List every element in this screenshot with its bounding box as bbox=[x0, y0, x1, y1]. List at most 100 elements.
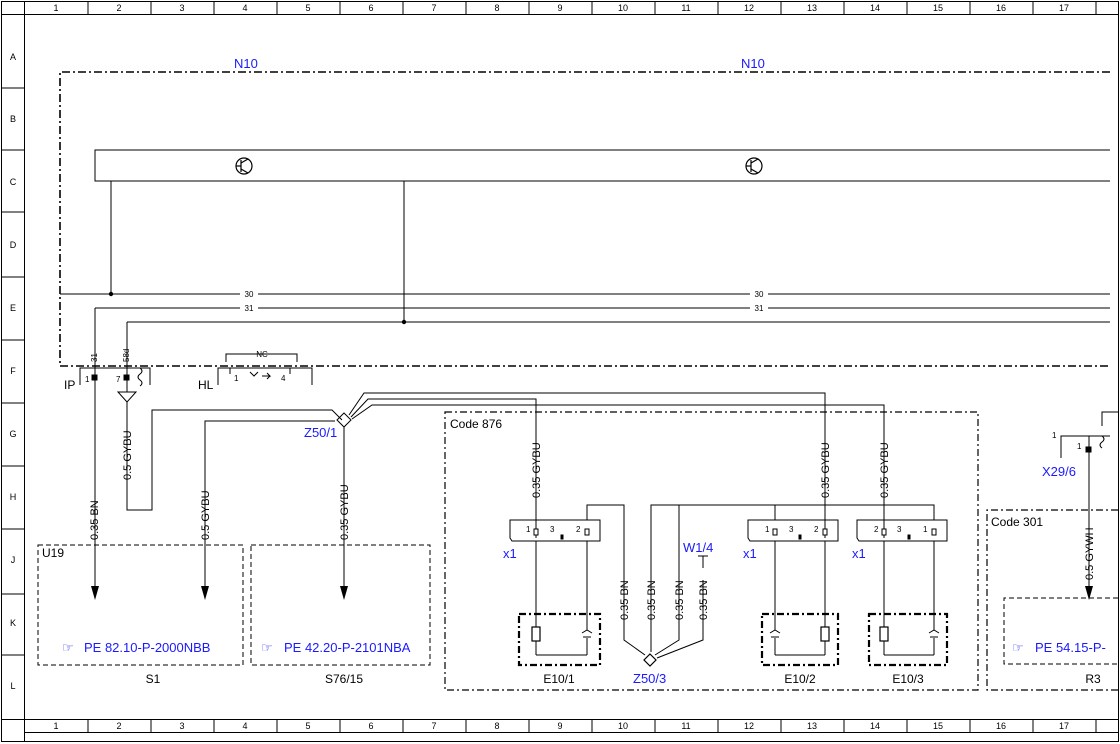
r3-box bbox=[1003, 597, 1118, 665]
e10-3-pin-2: 2 bbox=[874, 525, 879, 534]
arrow-head bbox=[201, 586, 209, 600]
wire-label-05gywh: 0.5 GYWH bbox=[1084, 527, 1096, 580]
x1-connector-e10-3 bbox=[856, 519, 948, 542]
ip-pin-7: 7 bbox=[116, 375, 121, 384]
ip-pin-31: 31 bbox=[90, 353, 99, 362]
row-c: C bbox=[10, 177, 17, 187]
col-14-bottom: 14 bbox=[870, 721, 880, 731]
pe-link-u19[interactable]: PE 82.10-P-2000NBB bbox=[84, 640, 210, 655]
col-2-top: 2 bbox=[116, 3, 121, 13]
z50-1-label[interactable]: Z50/1 bbox=[304, 425, 337, 440]
transistor-icon bbox=[745, 157, 763, 175]
x1-label-c[interactable]: x1 bbox=[852, 546, 866, 561]
n10-control-block bbox=[94, 149, 1110, 182]
w1-4-label[interactable]: W1/4 bbox=[683, 540, 713, 555]
e10-2-pin-2: 2 bbox=[814, 525, 819, 534]
arrow-head bbox=[91, 586, 99, 600]
row-h: H bbox=[10, 492, 17, 502]
wire-label-035bn: 0.35 BN bbox=[89, 500, 101, 540]
e10-3-lamp bbox=[867, 541, 949, 667]
e10-1-label: E10/1 bbox=[543, 672, 575, 686]
z50-3-splice bbox=[643, 653, 657, 667]
col-6-top: 6 bbox=[368, 3, 373, 13]
column-ruler bbox=[87, 2, 1097, 732]
col-16-bottom: 16 bbox=[996, 721, 1006, 731]
row-d: D bbox=[10, 240, 17, 250]
wire-label-bn-4: 0.35 BN bbox=[698, 580, 710, 620]
s76-15-box bbox=[250, 544, 431, 666]
n10-label-left[interactable]: N10 bbox=[234, 56, 258, 71]
u19-box bbox=[37, 544, 244, 666]
row-g: G bbox=[9, 429, 16, 439]
e10-3-label: E10/3 bbox=[892, 672, 924, 686]
code-301-box bbox=[986, 509, 1118, 691]
hl-label: HL bbox=[198, 378, 214, 392]
e10-3-pin-3: 3 bbox=[897, 525, 902, 534]
col-3-bottom: 3 bbox=[179, 721, 184, 731]
x1-label-a[interactable]: x1 bbox=[503, 546, 517, 561]
bus-31-label-right: 31 bbox=[755, 304, 764, 313]
col-6-bottom: 6 bbox=[368, 721, 373, 731]
row-a: A bbox=[10, 52, 16, 62]
col-15-top: 15 bbox=[933, 3, 943, 13]
bus-31-label-left: 31 bbox=[245, 304, 254, 313]
e10-2-pin-1: 1 bbox=[765, 525, 770, 534]
row-l: L bbox=[10, 681, 15, 691]
z50-3-label[interactable]: Z50/3 bbox=[633, 671, 666, 686]
arrow-head bbox=[340, 586, 348, 600]
pe-link-icon[interactable]: ☞ bbox=[62, 640, 74, 655]
col-1-bottom: 1 bbox=[53, 721, 58, 731]
e10-1-pin-3: 3 bbox=[550, 525, 555, 534]
row-b: B bbox=[10, 114, 16, 124]
arrow-head bbox=[1085, 586, 1093, 600]
row-j: J bbox=[11, 555, 16, 565]
bn-wires bbox=[586, 504, 935, 659]
x1-connector-e10-2 bbox=[747, 519, 839, 542]
x29-6-label[interactable]: X29/6 bbox=[1042, 464, 1076, 479]
x29-6-pin-1b: 1 bbox=[1077, 442, 1082, 451]
pe-link-r3[interactable]: PE 54.15-P- bbox=[1035, 640, 1106, 655]
z50-1-splice bbox=[204, 392, 885, 588]
col-13-bottom: 13 bbox=[807, 721, 817, 731]
col-1-top: 1 bbox=[53, 3, 58, 13]
bus-30-label-right: 30 bbox=[755, 290, 764, 299]
e10-1-lamp bbox=[517, 541, 602, 667]
col-17-bottom: 17 bbox=[1059, 721, 1069, 731]
col-14-top: 14 bbox=[870, 3, 880, 13]
hl-nc-label: NC bbox=[256, 350, 268, 359]
col-4-top: 4 bbox=[242, 3, 247, 13]
bus-lines bbox=[60, 293, 1110, 366]
n10-internal-wires bbox=[110, 181, 405, 322]
row-e: E bbox=[10, 303, 16, 313]
ip-label: IP bbox=[64, 378, 75, 392]
s76-15-label: S76/15 bbox=[325, 672, 363, 686]
col-2-bottom: 2 bbox=[116, 721, 121, 731]
wire-label-035gybu-e10-3: 0.35 GYBU bbox=[879, 442, 891, 498]
n10-module bbox=[59, 71, 1110, 367]
col-4-bottom: 4 bbox=[242, 721, 247, 731]
r3-label: R3 bbox=[1085, 672, 1101, 686]
hl-pin-1: 1 bbox=[234, 374, 239, 383]
code-301-label: Code 301 bbox=[991, 515, 1043, 529]
wire-label-bn-1: 0.35 BN bbox=[619, 580, 631, 620]
col-17-top: 17 bbox=[1059, 3, 1069, 13]
col-10-top: 10 bbox=[618, 3, 628, 13]
hl-connector bbox=[217, 353, 313, 385]
col-12-bottom: 12 bbox=[744, 721, 754, 731]
n10-label-right[interactable]: N10 bbox=[741, 56, 765, 71]
column-numbers: 1 2 3 4 5 6 7 8 9 10 11 12 13 14 15 16 1… bbox=[53, 3, 1069, 731]
x1-label-b[interactable]: x1 bbox=[743, 546, 757, 561]
col-12-top: 12 bbox=[744, 3, 754, 13]
pe-link-icon[interactable]: ☞ bbox=[1012, 640, 1024, 655]
e10-3-pin-1: 1 bbox=[923, 525, 928, 534]
row-f: F bbox=[10, 366, 16, 376]
code-876-box bbox=[444, 411, 979, 691]
e10-1-pin-1: 1 bbox=[526, 525, 531, 534]
s1-label: S1 bbox=[146, 672, 161, 686]
ip-pin-58d: 58d bbox=[122, 349, 131, 362]
col-11-top: 11 bbox=[681, 3, 690, 13]
col-13-top: 13 bbox=[807, 3, 817, 13]
pe-link-icon[interactable]: ☞ bbox=[261, 640, 273, 655]
pe-link-s76-15[interactable]: PE 42.20-P-2101NBA bbox=[284, 640, 411, 655]
col-3-top: 3 bbox=[179, 3, 184, 13]
